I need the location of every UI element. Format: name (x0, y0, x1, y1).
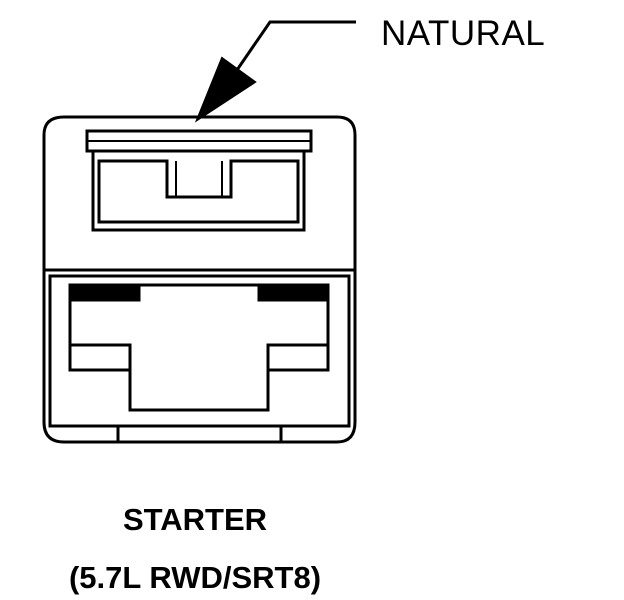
terminal-tab-right-top (257, 283, 330, 302)
upper-notch (97, 159, 300, 224)
lower-terminal-outline (68, 283, 330, 412)
caption-title: STARTER (122, 502, 268, 537)
leader-line (235, 20, 356, 71)
terminal-left-step (70, 343, 132, 370)
terminal-tab-left-top (68, 283, 141, 302)
caption-subtitle: (5.7L RWD/SRT8) (68, 560, 322, 595)
upper-slot (85, 129, 313, 232)
callout-label: NATURAL (381, 14, 546, 53)
callout-leader (194, 20, 356, 123)
arrowhead-icon (194, 56, 257, 123)
component-body (42, 115, 357, 444)
terminal-right-step (266, 343, 328, 370)
lower-cavity (48, 274, 351, 442)
upper-cavity (91, 149, 306, 232)
lower-outer-frame (48, 274, 351, 428)
